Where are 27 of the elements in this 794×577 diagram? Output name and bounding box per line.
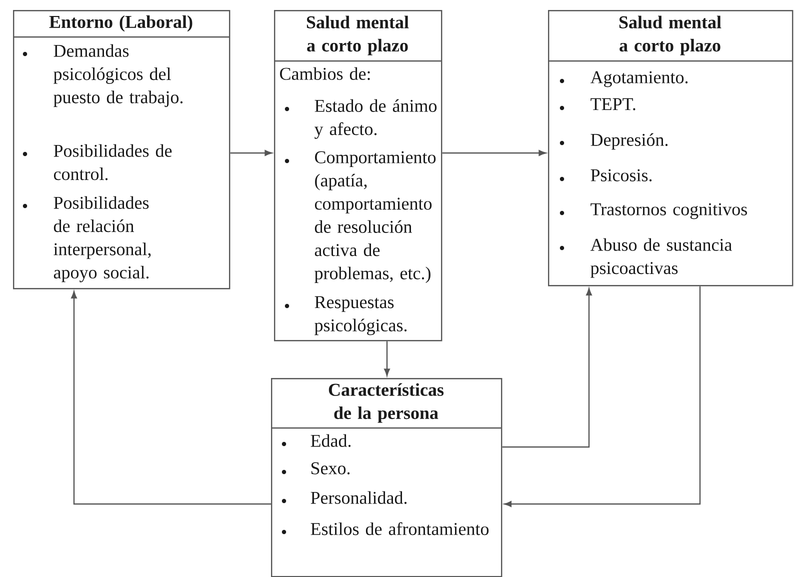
list-item: Edad. [282,434,351,447]
arrow [504,286,701,507]
list-item: Estilos de afrontamiento [282,522,489,536]
list-item: Depresión. [560,133,668,150]
list-item: Respuestas psicológicas. [284,296,407,336]
list-item: Posibilidades de relación interpersonal, apoyo social. [22,196,151,282]
list-item: Personalidad. [282,491,407,504]
list-item: Agotamiento. [560,71,688,88]
list-item: Psicosis. [560,169,652,182]
list-item: Abuso de sustancia psicoactivas [560,238,732,278]
list-item: Posibilidades de control. [22,144,172,180]
list-item: Demandas psicológicos del puesto de trabajo. [22,44,183,107]
arrow [71,291,271,505]
arrow [502,288,592,448]
list-item: Trastornos cognitivos [560,203,747,220]
box-heading: Salud mental a corto plazo [306,16,409,56]
list-item: Comportamiento (apatía, comportamiento de resolución activa de problemas, etc.) [284,151,436,283]
box-heading: Características de la persona [328,383,444,423]
list-item: TEPT. [560,98,636,110]
box-heading: Salud mental a corto plazo [619,16,722,56]
arrow [442,150,546,156]
list-item: Sexo. [282,462,350,474]
list-item: Estado de ánimo y afecto. [284,99,437,139]
arrow [384,341,390,376]
arrow [230,150,272,156]
box-heading: Entorno (Laboral) [49,15,192,32]
list-intro: Cambios de: [280,67,370,80]
